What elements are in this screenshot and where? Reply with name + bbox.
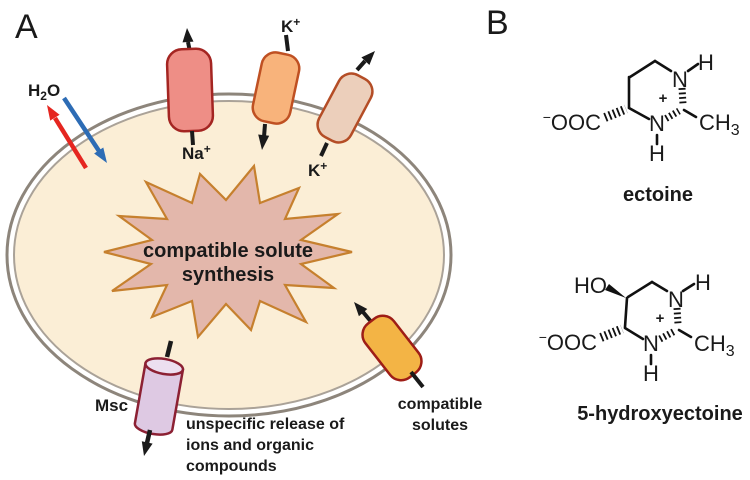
k-top-stub-line [284, 34, 290, 52]
k-right-arrow-up-icon [361, 51, 375, 65]
hydroxyectoine-n-bottom: N [643, 331, 659, 356]
ectoine-name: ectoine [623, 184, 693, 206]
ectoine-carboxylate: −OOC [543, 109, 601, 135]
ectoine-h-bottom: H [649, 141, 665, 166]
hydroxyectoine-h-bottom: H [643, 361, 659, 386]
hydroxyectoine-plus-charge: + [656, 310, 665, 327]
k-uptake-transporter: K+ [251, 15, 301, 150]
solute-arrow-in-icon [354, 302, 368, 317]
release-line2: ions and organic [186, 437, 314, 454]
panel-a-letter: A [15, 8, 38, 46]
k-channel-pill [316, 72, 374, 144]
na-stub-line [190, 130, 195, 146]
solute-transporter: compatible solutes [354, 302, 482, 434]
k-arrow-line [262, 123, 267, 138]
release-line1: unspecific release of [186, 416, 345, 433]
hydroxyectoine-name: 5-hydroxyectoine [577, 403, 743, 425]
ectoine-n-bottom: N [649, 111, 665, 136]
water-in-arrow [62, 96, 107, 163]
hashed-wedge-bond [599, 324, 624, 342]
release-caption: unspecific release of ions and organic c… [186, 416, 345, 475]
hydroxyectoine-structure: HO −OOC N H N H + CH3 5-hydroxyectoine [539, 270, 743, 425]
msc-label: Msc [95, 396, 128, 415]
solutes-label-line2: solutes [412, 417, 468, 434]
msc-arrow-down-icon [141, 441, 153, 456]
partial-double-bond [664, 107, 681, 122]
solutes-label-line1: compatible [398, 396, 483, 413]
ectoine-bonds [603, 59, 700, 146]
na-pump-pill [165, 47, 215, 133]
ectoine-plus-charge: + [659, 90, 668, 107]
na-arrow-up-icon [182, 28, 194, 43]
water-label: H2O [28, 81, 60, 103]
k-pump-pill [251, 51, 301, 125]
ectoine-n-top: N [672, 67, 688, 92]
k-top-label: K+ [281, 15, 300, 36]
water-flux: H2O [28, 81, 107, 170]
starburst-text-line2: synthesis [182, 264, 274, 286]
ectoine-methyl: CH3 [699, 110, 740, 139]
solid-wedge-bond [605, 284, 626, 298]
msc-arrow-bottom-line [144, 429, 153, 444]
msc-cylinder-body [133, 361, 185, 436]
release-line3: compounds [186, 458, 277, 475]
partial-double-bond [658, 328, 676, 343]
hydroxyectoine-methyl: CH3 [694, 331, 735, 360]
na-transporter: Na+ [165, 28, 215, 163]
na-label: Na+ [182, 142, 211, 163]
msc-channel: Msc [95, 340, 185, 456]
hydroxyectoine-h-top: H [695, 270, 711, 295]
hydroxyectoine-n-top: N [668, 287, 684, 312]
water-out-arrow [47, 105, 88, 170]
hashed-wedge-bond [603, 104, 628, 122]
starburst-text-line1: compatible solute [143, 240, 313, 262]
hydroxyectoine-hydroxyl: HO [574, 273, 607, 298]
hydroxyectoine-carboxylate: −OOC [539, 329, 597, 355]
ectoine-h-top: H [698, 50, 714, 75]
k-right-arrow-line [355, 59, 367, 72]
synthesis-starburst: compatible solute synthesis [103, 163, 353, 340]
hydroxyectoine-bonds [599, 280, 696, 366]
k-efflux-channel: K+ [308, 51, 375, 180]
panel-b-letter: B [486, 4, 509, 42]
msc-cylinder-top [144, 357, 185, 376]
solute-stub-line [409, 370, 425, 389]
starburst-shape [103, 163, 353, 340]
k-right-label: K+ [308, 159, 327, 180]
k-arrow-down-icon [258, 134, 270, 150]
msc-arrow-top-line [164, 340, 174, 358]
ectoine-structure: −OOC N H N H + CH3 ectoine [543, 50, 740, 206]
k-right-stub-line [319, 142, 329, 157]
